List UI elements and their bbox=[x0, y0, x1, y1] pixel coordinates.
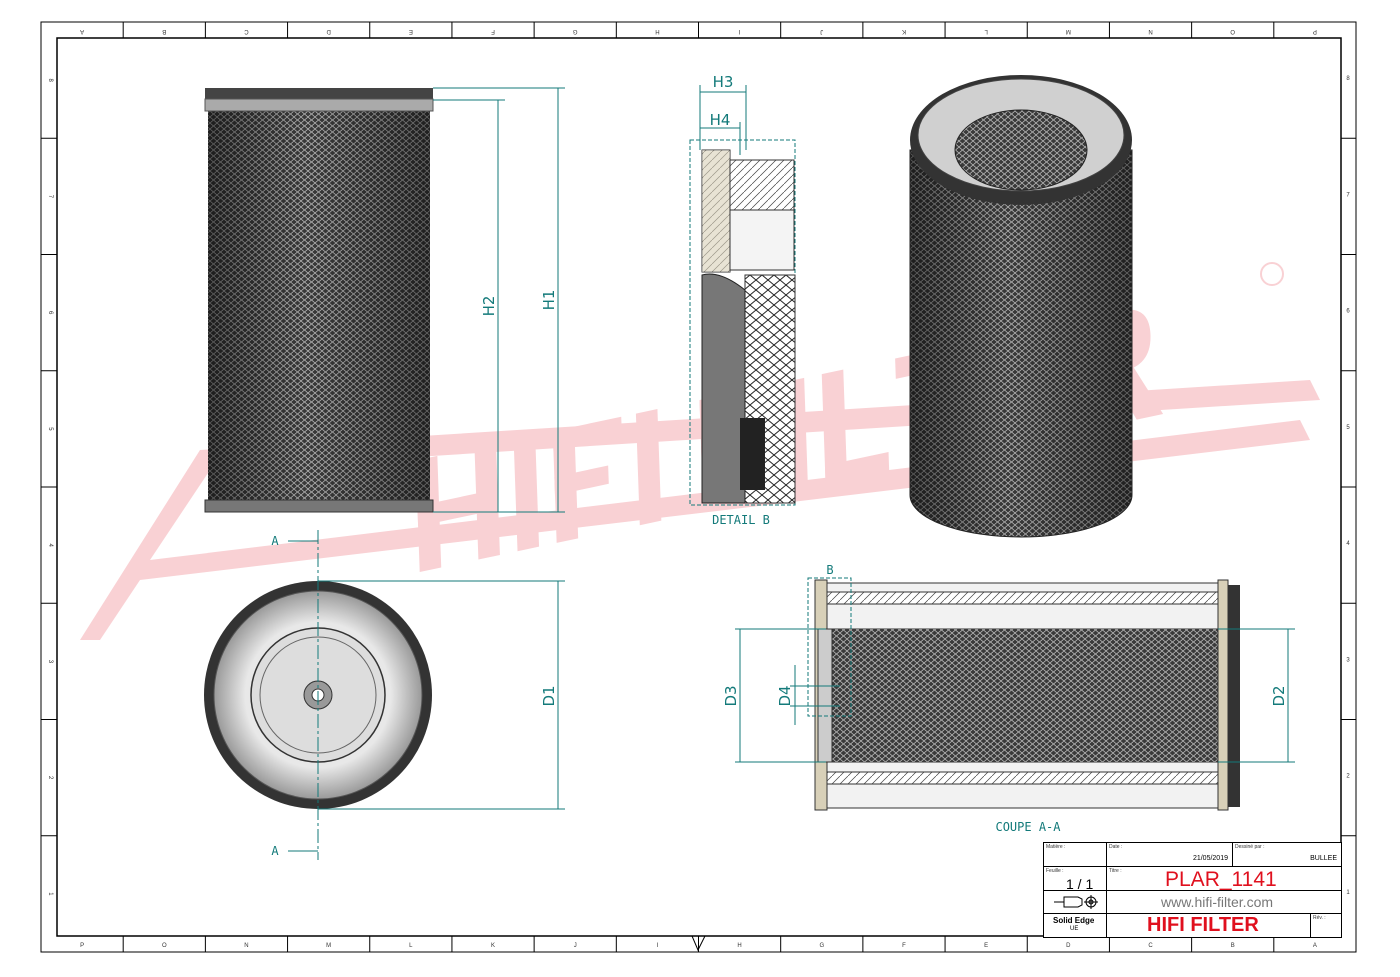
zone-column-label: G bbox=[819, 943, 824, 949]
isometric-view bbox=[909, 75, 1133, 538]
zone-column-label: A bbox=[1313, 943, 1317, 949]
bottom-view bbox=[204, 530, 565, 860]
zone-column-label: H bbox=[737, 943, 741, 949]
zone-column-label: J bbox=[820, 28, 823, 34]
date-cell: Date : 21/05/2019 bbox=[1107, 843, 1233, 867]
title-value: PLAR_1141 bbox=[1165, 868, 1277, 891]
zone-column-label: P bbox=[80, 943, 84, 949]
drawn-by-cell: Dessiné par : BULLEE bbox=[1233, 843, 1341, 867]
company-name: HIFI FILTER bbox=[1147, 914, 1259, 936]
zone-row-label: 1 bbox=[1346, 890, 1350, 896]
sheet-label: Feuille : bbox=[1046, 868, 1064, 874]
section-marker-bottom: A bbox=[271, 844, 279, 858]
zone-column-label: J bbox=[574, 943, 577, 949]
dim-d1: D1 bbox=[540, 685, 558, 706]
zone-column-label: H bbox=[655, 28, 659, 34]
zone-column-label: E bbox=[984, 943, 988, 949]
zone-row-label: 7 bbox=[1346, 192, 1350, 198]
dim-h2: H2 bbox=[480, 296, 498, 317]
zone-column-label: N bbox=[1148, 28, 1152, 34]
zone-column-label: G bbox=[573, 28, 578, 34]
section-a-a-view bbox=[735, 577, 1295, 811]
revision-label: Rév. : bbox=[1313, 915, 1326, 921]
zone-row-label: 3 bbox=[1346, 657, 1350, 663]
zone-row-label: 2 bbox=[47, 776, 53, 780]
company-cell: HIFI FILTER bbox=[1107, 914, 1311, 937]
date-value: 21/05/2019 bbox=[1192, 855, 1228, 862]
zone-column-label: B bbox=[162, 28, 166, 34]
zone-column-label: E bbox=[409, 28, 413, 34]
zone-row-label: 5 bbox=[1346, 425, 1350, 431]
revision-cell: Rév. : bbox=[1311, 914, 1341, 937]
zone-column-label: O bbox=[1230, 28, 1235, 34]
zone-column-label: F bbox=[491, 28, 495, 34]
website-text: www.hifi-filter.com bbox=[1161, 894, 1274, 910]
zone-row-label: 1 bbox=[47, 892, 53, 896]
front-view bbox=[204, 88, 434, 513]
date-label: Date : bbox=[1109, 844, 1123, 850]
software-name: Solid Edge bbox=[1053, 916, 1095, 925]
zone-row-label: 4 bbox=[1346, 541, 1350, 547]
zone-column-label: F bbox=[902, 943, 906, 949]
zone-column-label: C bbox=[1148, 943, 1153, 949]
drawn-by-label: Dessiné par : bbox=[1235, 844, 1265, 850]
detail-b-label: DETAIL B bbox=[712, 513, 770, 527]
drawn-by-value: BULLEE bbox=[1310, 855, 1337, 862]
zone-column-label: M bbox=[1066, 28, 1071, 34]
zone-row-label: 6 bbox=[47, 311, 53, 315]
zone-row-label: 6 bbox=[1346, 309, 1350, 315]
dim-d2: D2 bbox=[1270, 685, 1288, 706]
zone-column-label: C bbox=[244, 28, 249, 34]
dim-h1: H1 bbox=[540, 290, 558, 311]
centering-mark-icon bbox=[691, 935, 706, 952]
title-cell: Titre : PLAR_1141 bbox=[1107, 867, 1341, 891]
zone-row-label: 8 bbox=[47, 78, 53, 82]
zone-column-label: A bbox=[80, 28, 84, 34]
section-label: COUPE A-A bbox=[995, 820, 1061, 834]
material-cell: Matière : bbox=[1044, 843, 1107, 867]
detail-b-marker: B bbox=[826, 563, 833, 577]
zone-column-label: D bbox=[1066, 943, 1071, 949]
section-marker-top: A bbox=[271, 534, 279, 548]
sheet-value: 1 / 1 bbox=[1066, 876, 1094, 892]
zone-column-label: P bbox=[1313, 28, 1317, 34]
zone-column-label: I bbox=[738, 28, 740, 34]
projection-symbol-icon bbox=[1054, 895, 1098, 909]
website-cell: www.hifi-filter.com bbox=[1107, 891, 1341, 914]
zone-column-label: O bbox=[162, 943, 167, 949]
zone-row-label: 8 bbox=[1346, 76, 1350, 82]
material-label: Matière : bbox=[1046, 844, 1066, 850]
zone-column-label: K bbox=[491, 943, 495, 949]
zone-row-label: 4 bbox=[47, 543, 53, 547]
projection-symbol-cell bbox=[1044, 891, 1107, 914]
zone-column-label: L bbox=[984, 28, 988, 34]
zone-column-label: N bbox=[244, 943, 248, 949]
dim-h3: H3 bbox=[713, 73, 734, 91]
title-label: Titre : bbox=[1109, 868, 1122, 874]
dim-d4: D4 bbox=[776, 685, 794, 706]
zone-row-label: 2 bbox=[1346, 774, 1350, 780]
zone-column-label: K bbox=[902, 28, 906, 34]
zone-column-label: L bbox=[409, 943, 413, 949]
dimension-h1-h2 bbox=[433, 87, 565, 513]
zone-column-label: B bbox=[1231, 943, 1235, 949]
software-sub: UE bbox=[1070, 926, 1079, 932]
dim-d3: D3 bbox=[722, 685, 740, 706]
zone-row-label: 5 bbox=[47, 427, 53, 431]
border-zones: P P O O N N M M L L K K J J I I H H G G F F E E D D C C B B A A 8 8 7 7 6 6 5 5… bbox=[41, 22, 1356, 952]
detail-b-view bbox=[689, 85, 796, 506]
title-block: Matière : Date : 21/05/2019 Dessiné par :… bbox=[1043, 842, 1342, 938]
zone-column-label: D bbox=[326, 28, 331, 34]
dim-h4: H4 bbox=[710, 111, 731, 129]
zone-column-label: M bbox=[326, 943, 331, 949]
sheet-cell: Feuille :1 / 1 bbox=[1044, 867, 1107, 892]
zone-row-label: 7 bbox=[47, 195, 53, 199]
zone-column-label: I bbox=[657, 943, 659, 949]
zone-row-label: 3 bbox=[47, 660, 53, 664]
